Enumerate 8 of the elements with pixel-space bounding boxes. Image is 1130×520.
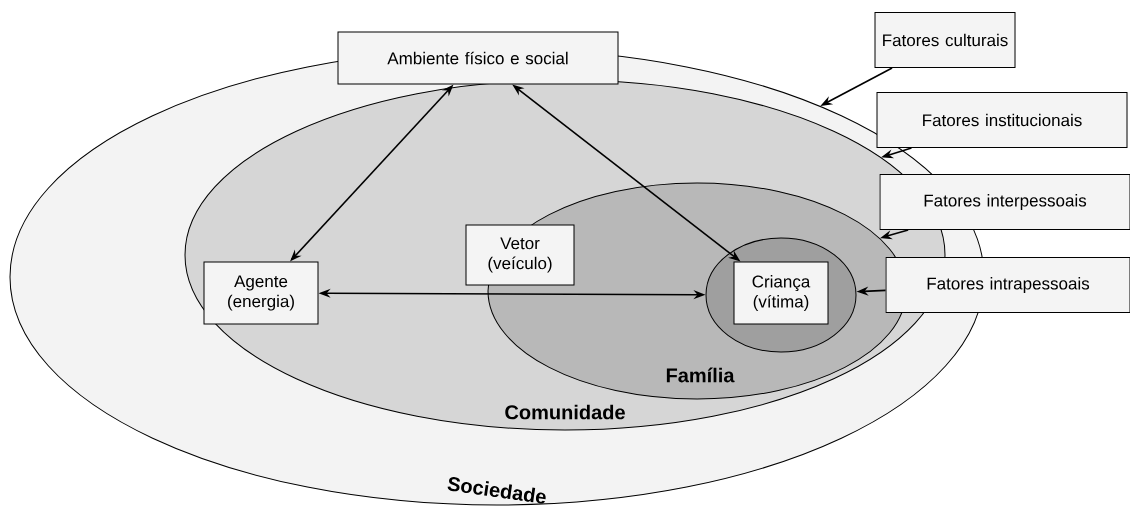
text-box: Fatores interpessoais	[879, 174, 1130, 230]
text-box: Criança (vítima)	[733, 261, 829, 325]
text-box: Ambiente físico e social	[337, 31, 619, 85]
text-box: Fatores intrapessoais	[885, 257, 1130, 313]
text-box: Agente (energia)	[203, 261, 319, 325]
text-box: Fatores institucionais	[876, 92, 1128, 148]
text-box: Vetor (veículo)	[465, 224, 575, 286]
text-box: Fatores culturais	[874, 12, 1016, 68]
